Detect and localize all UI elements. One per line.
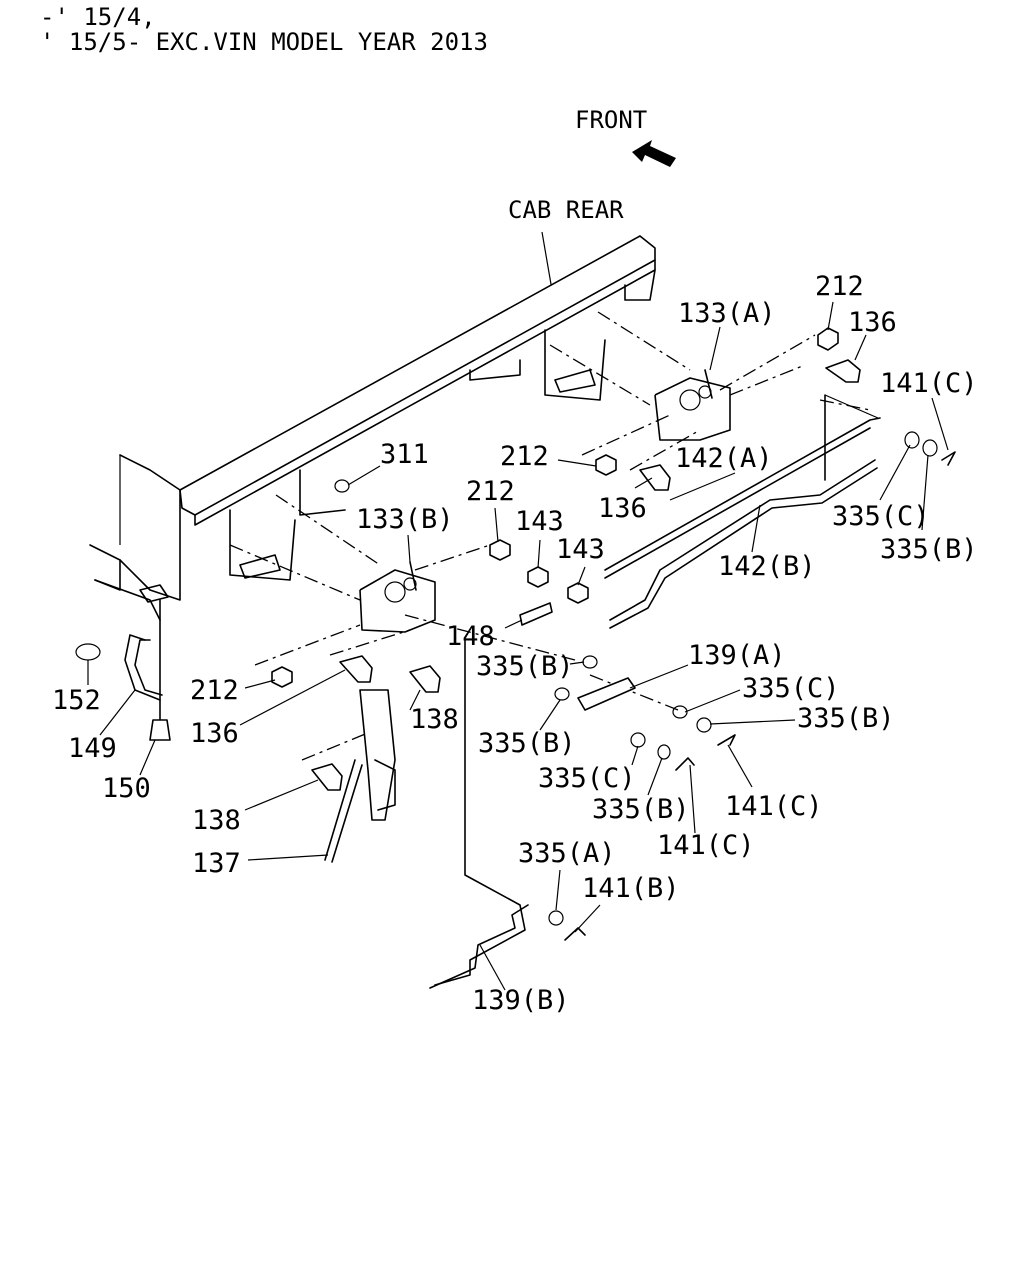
cab-rear-frame [89, 235, 656, 621]
callout-142a: 142(A) [675, 443, 773, 474]
pedal-137 [324, 689, 396, 863]
callout-335b-c: 335(B) [478, 728, 576, 759]
callout-152: 152 [52, 685, 101, 716]
callout-335c-right: 335(C) [832, 501, 930, 532]
callout-139a: 139(A) [688, 640, 786, 671]
cab-rear-label: CAB REAR [508, 196, 624, 224]
callout-136-top: 136 [848, 307, 897, 338]
callout-141c-a: 141(C) [725, 791, 823, 822]
header-line-2: ' 15/5- EXC.VIN MODEL YEAR 2013 [40, 28, 488, 56]
callout-335b-b: 335(B) [797, 703, 895, 734]
hardware [271, 327, 956, 941]
callout-150: 150 [102, 773, 151, 804]
callout-212-left: 212 [466, 476, 515, 507]
header-line-1: -' 15/4, [40, 3, 156, 31]
callout-335b-right: 335(B) [880, 534, 978, 565]
hinge-133a [654, 369, 731, 441]
callout-labels: 212 136 133(A) 141(C) 311 212 142(A) 136… [52, 271, 978, 1016]
callout-335b-d: 335(B) [592, 794, 690, 825]
link-139a [577, 677, 636, 711]
assembly-lines [229, 311, 871, 761]
callout-137: 137 [192, 848, 241, 879]
callout-212-low: 212 [190, 675, 239, 706]
lever-139b [429, 639, 529, 989]
front-label: FRONT [575, 106, 647, 134]
cab-rear-leader [541, 231, 553, 291]
callout-139b: 139(B) [472, 985, 570, 1016]
rod-142 [604, 394, 881, 629]
callout-133b: 133(B) [356, 504, 454, 535]
callout-148: 148 [446, 621, 495, 652]
callout-138-a: 138 [410, 704, 459, 735]
callout-212-top: 212 [815, 271, 864, 302]
callout-335b-a: 335(B) [476, 651, 574, 682]
callout-335a: 335(A) [518, 838, 616, 869]
leader-lines [87, 301, 949, 991]
callout-311: 311 [380, 439, 429, 470]
callout-136-low: 136 [190, 718, 239, 749]
callout-143-b: 143 [556, 534, 605, 565]
callout-133a: 133(A) [678, 298, 776, 329]
callout-141b: 141(B) [582, 873, 680, 904]
bracket-149 [75, 599, 171, 741]
callout-141c-top: 141(C) [880, 368, 978, 399]
callout-141c-b: 141(C) [657, 830, 755, 861]
callout-142b: 142(B) [718, 551, 816, 582]
callout-138-b: 138 [192, 805, 241, 836]
hinge-133b [359, 561, 436, 633]
callout-335c-c: 335(C) [538, 763, 636, 794]
callout-149: 149 [68, 733, 117, 764]
callout-136-mid: 136 [598, 493, 647, 524]
callout-212-mid: 212 [500, 441, 549, 472]
callout-335c-b: 335(C) [742, 673, 840, 704]
front-arrow-icon [632, 140, 676, 167]
callout-143-a: 143 [515, 506, 564, 537]
